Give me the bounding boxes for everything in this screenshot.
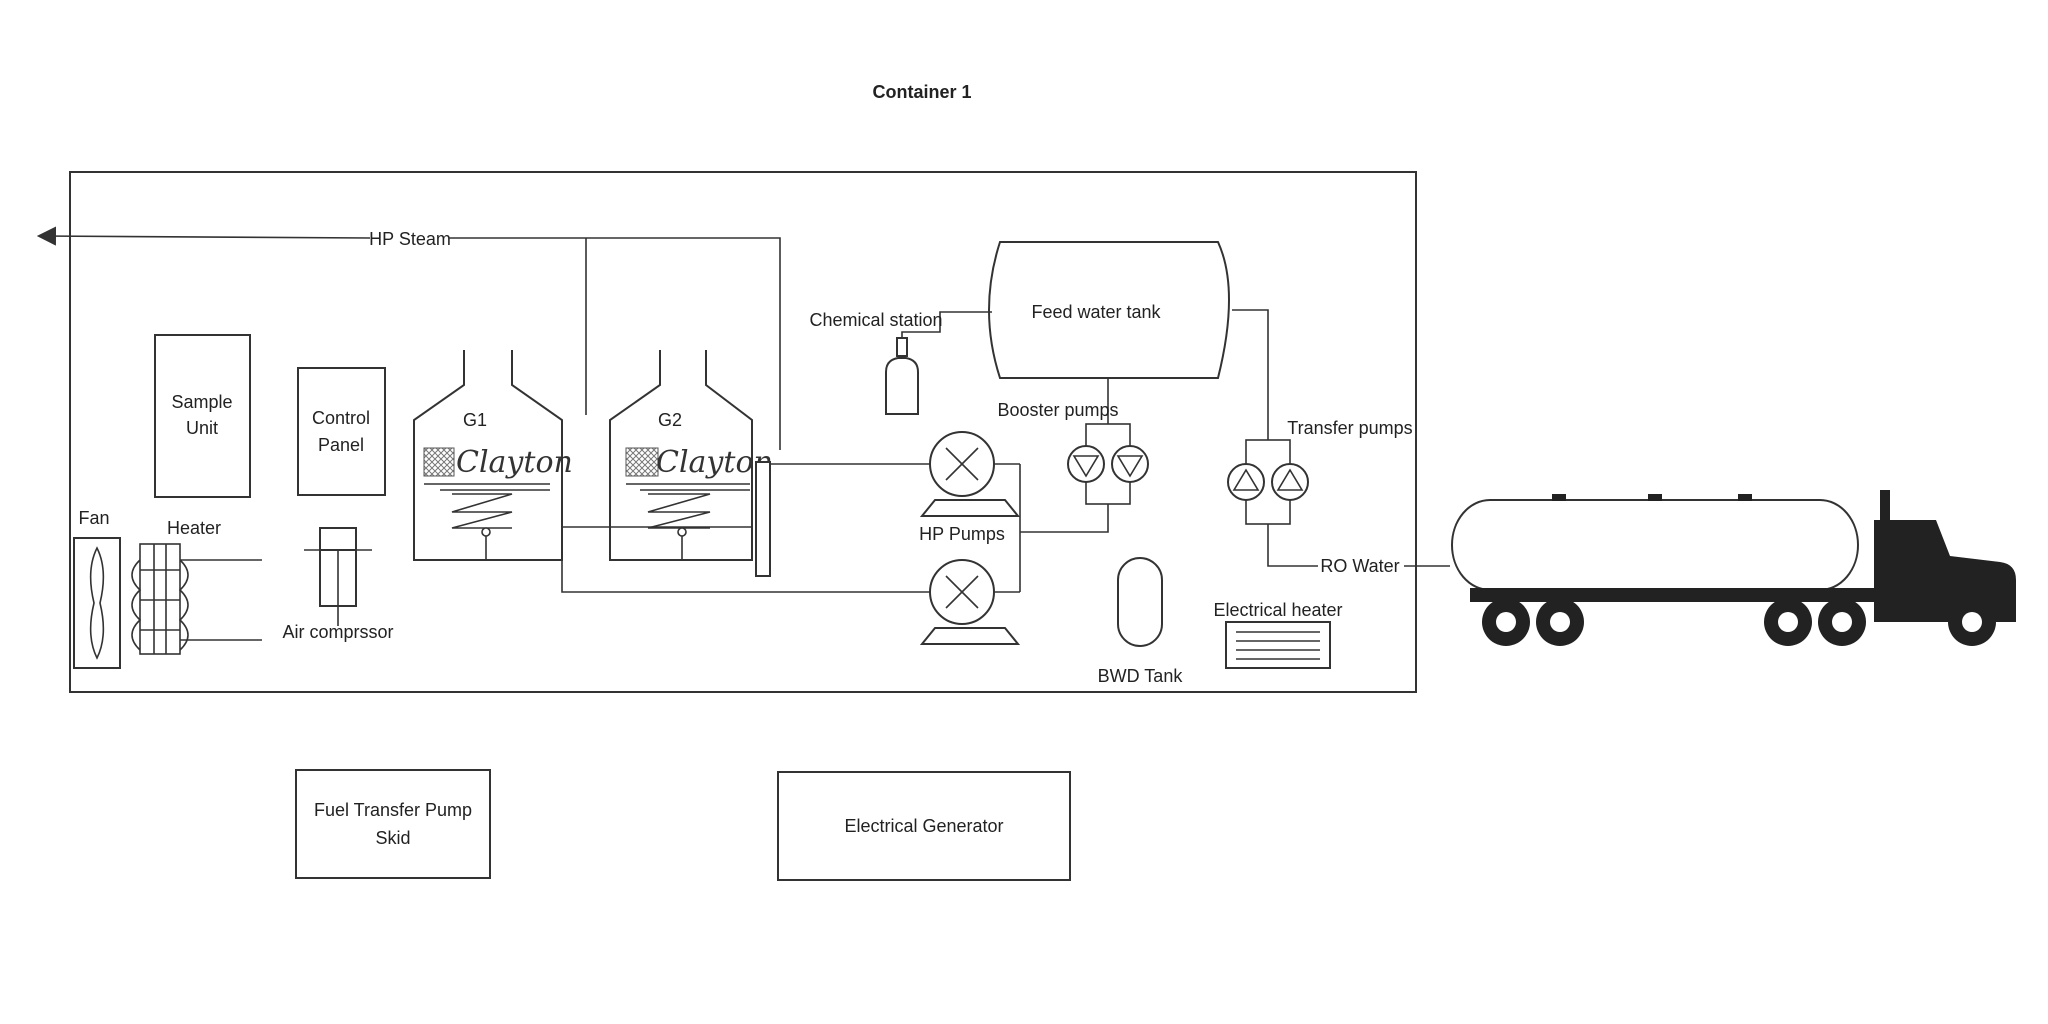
fan-label: Fan	[78, 508, 109, 528]
bwd-tank-label: BWD Tank	[1098, 666, 1184, 686]
ro-water-line	[1267, 524, 1318, 567]
sample-unit: Sample Unit	[154, 334, 251, 498]
tanker-truck	[1451, 490, 2016, 646]
fan	[73, 537, 121, 669]
hp-steam-header	[448, 237, 781, 450]
boiler-g1: G1 Clayton	[413, 350, 573, 561]
diagram-title: Container 1	[872, 82, 971, 102]
air-compressor	[304, 527, 372, 626]
hp-steam-label: HP Steam	[369, 229, 451, 249]
electrical-heater	[1225, 621, 1331, 669]
booster-to-hp-line	[1020, 504, 1109, 533]
feed-water-tank-label: Feed water tank	[1031, 302, 1161, 322]
boiler-g2: G2 Clayton	[609, 350, 773, 561]
electrical-heater-label: Electrical heater	[1213, 600, 1342, 620]
control-panel-label-2: Panel	[318, 435, 364, 455]
air-compressor-label: Air comprssor	[282, 622, 393, 642]
control-panel-label-1: Control	[312, 408, 370, 428]
booster-pumps-label: Booster pumps	[997, 400, 1118, 420]
feed-manifold	[755, 461, 771, 577]
sample-unit-label-1: Sample	[171, 392, 232, 412]
g1-logo: Clayton	[456, 445, 573, 480]
hp-steam-arrow	[36, 226, 371, 246]
heater-label: Heater	[167, 518, 221, 538]
fuel-transfer-label-2: Skid	[375, 828, 410, 848]
tank-to-transfer-line	[1232, 309, 1269, 440]
feed-line-g1	[561, 527, 932, 593]
electrical-generator: Electrical Generator	[777, 771, 1071, 881]
transfer-pumps-label: Transfer pumps	[1287, 418, 1412, 438]
heater	[131, 543, 262, 655]
hp-pumps-label: HP Pumps	[919, 524, 1005, 544]
fuel-transfer-pump-skid: Fuel Transfer Pump Skid	[295, 769, 491, 879]
hp-pump-2	[919, 559, 1021, 645]
hp-pump-1	[919, 431, 1021, 517]
chemical-station-label: Chemical station	[809, 310, 942, 330]
transfer-pumps	[1227, 439, 1309, 525]
electrical-generator-label: Electrical Generator	[844, 816, 1003, 836]
booster-pumps	[1067, 423, 1149, 505]
chemical-station	[885, 311, 992, 415]
feed-water-tank: Feed water tank	[988, 241, 1230, 379]
control-panel: Control Panel	[297, 367, 386, 496]
g2-label: G2	[658, 410, 682, 430]
container-outline	[69, 171, 1417, 693]
g2-logo: Clayton	[656, 445, 773, 480]
bwd-tank	[1117, 557, 1163, 647]
g1-label: G1	[463, 410, 487, 430]
ro-water-label: RO Water	[1320, 556, 1399, 576]
sample-unit-label-2: Unit	[186, 418, 218, 438]
fuel-transfer-label-1: Fuel Transfer Pump	[314, 800, 472, 820]
